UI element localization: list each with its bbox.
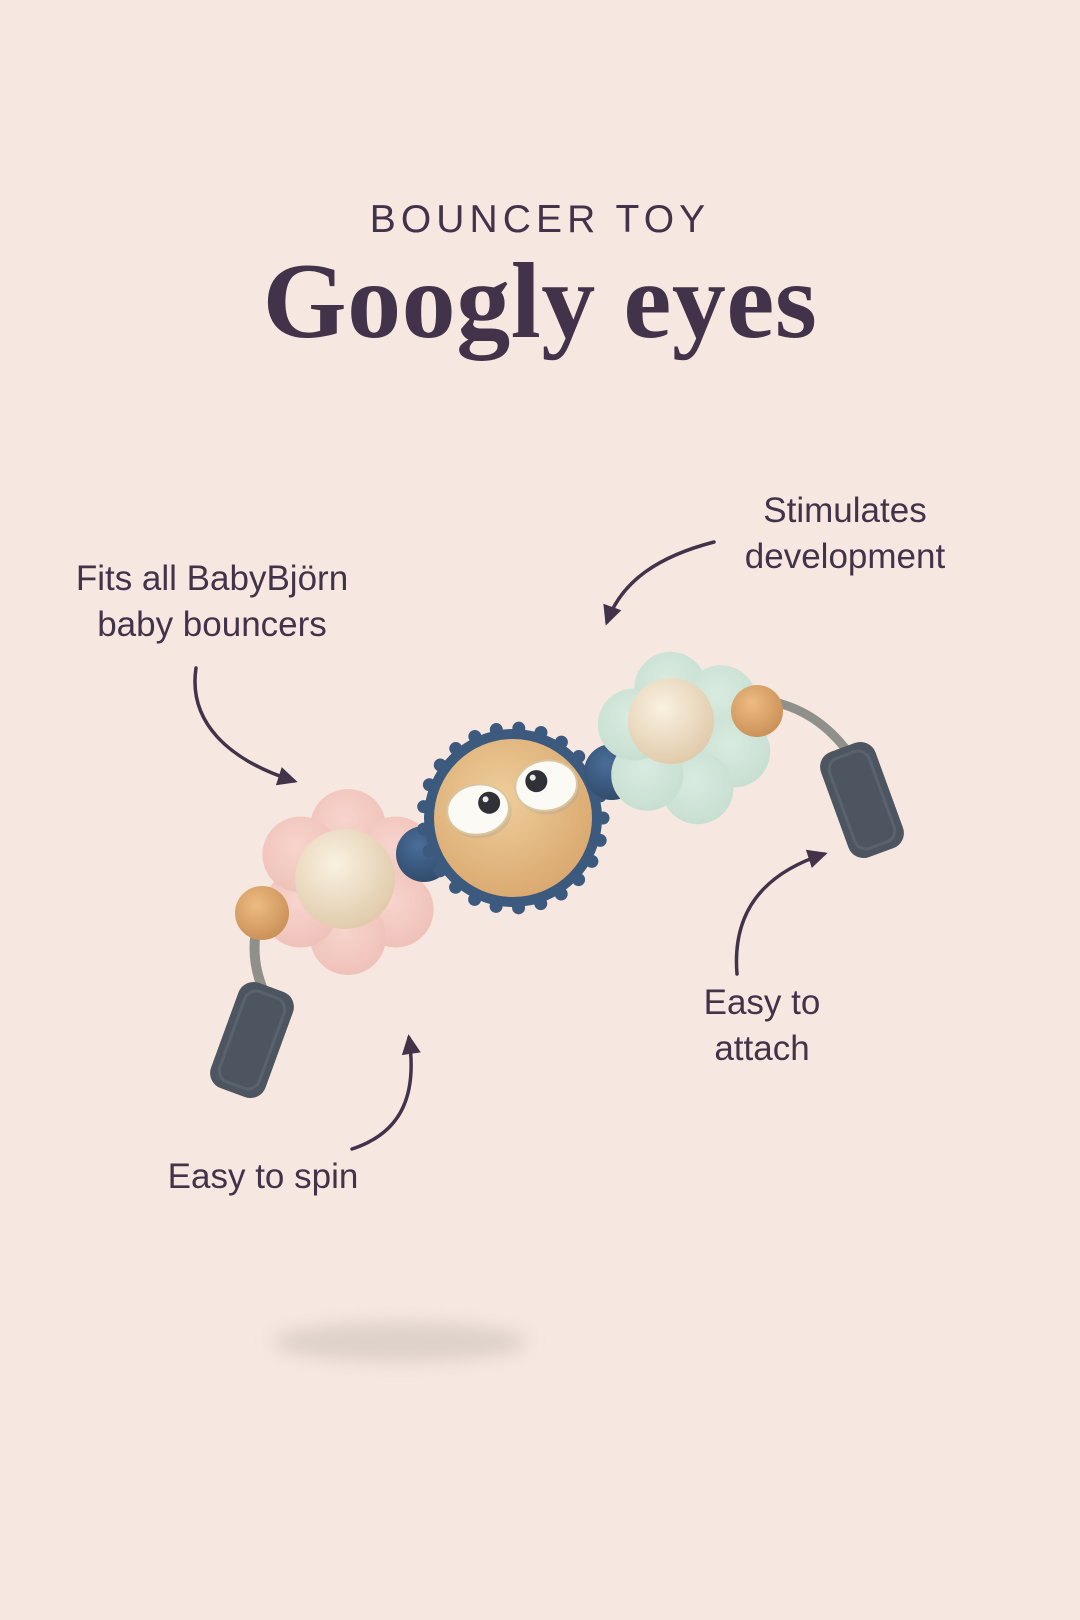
feature-easy-spin-line1: Easy to spin	[167, 1157, 359, 1196]
bouncer-toy	[210, 651, 904, 1099]
cream-ball-right	[628, 678, 714, 764]
arrow-stimulates	[603, 540, 716, 626]
product-title: Googly eyes	[262, 242, 818, 361]
floor-shadow	[272, 1322, 528, 1362]
arrow-easy-spin	[350, 1034, 421, 1151]
googly-eyes	[446, 759, 580, 839]
category-label: BOUNCER TOY	[369, 198, 711, 241]
feature-stimulates-line1: Stimulates	[763, 491, 927, 530]
wood-bead-left	[235, 886, 289, 940]
feature-easy-attach-line1: Easy to	[703, 983, 821, 1022]
feature-easy-attach-line2: attach	[714, 1028, 810, 1068]
feature-easy-spin: Easy to spin	[118, 1154, 408, 1200]
right-attachment-clip	[820, 741, 904, 859]
cream-ball-left	[295, 829, 395, 929]
feature-stimulates: Stimulates development	[690, 488, 1000, 579]
feature-fits-all: Fits all BabyBjörn baby bouncers	[40, 556, 384, 647]
wood-bead-right	[731, 685, 783, 737]
feature-stimulates-line2: development	[744, 536, 946, 576]
feature-fits-all-line1: Fits all BabyBjörn	[75, 559, 349, 598]
feature-easy-attach: Easy to attach	[652, 980, 872, 1071]
left-attachment-clip	[210, 981, 294, 1099]
googly-eye-disc	[416, 721, 610, 915]
right-rod	[769, 697, 853, 757]
arrow-fits-all	[193, 666, 298, 786]
feature-fits-all-line2: baby bouncers	[97, 604, 327, 644]
arrow-easy-attach	[734, 849, 828, 976]
